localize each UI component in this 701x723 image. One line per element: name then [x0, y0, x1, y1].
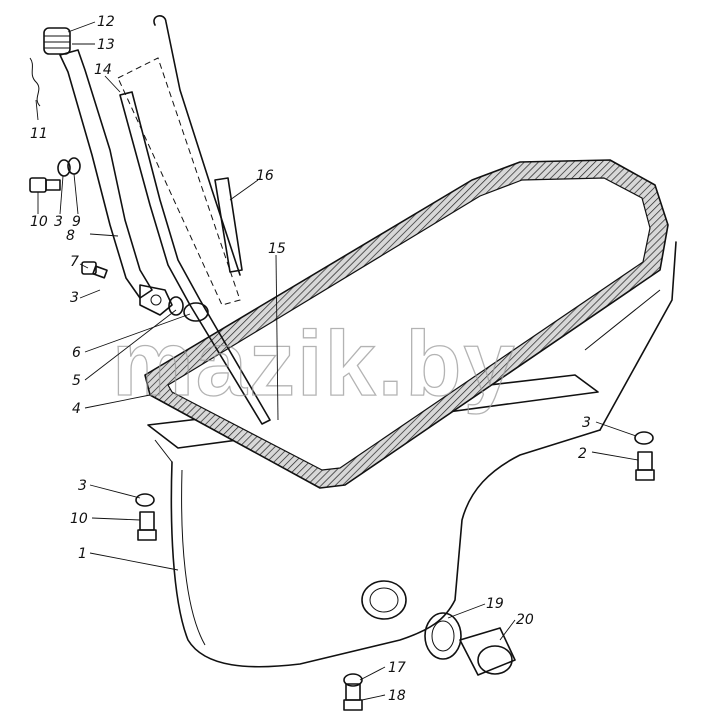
callout-19: 19 [486, 596, 504, 612]
callout-16: 16 [256, 168, 274, 184]
drain-plug-17-18 [343, 673, 363, 711]
callout-7: 7 [70, 254, 79, 270]
callout-13: 13 [97, 37, 115, 53]
gasket-5 [168, 296, 184, 316]
callout-14: 14 [94, 62, 112, 78]
leader-lines [35, 21, 639, 701]
callout-5: 5 [72, 373, 81, 389]
bolt-10-upper [29, 177, 61, 193]
callout-3-upper: 3 [54, 214, 63, 230]
callout-20: 20 [516, 612, 534, 628]
callout-18: 18 [388, 688, 406, 704]
washer-3-lower [135, 493, 155, 507]
callout-8: 8 [66, 228, 75, 244]
dipstick-assembly [117, 15, 271, 425]
callout-1: 1 [78, 546, 87, 562]
washer-3-right [634, 431, 654, 445]
bolt-2 [635, 451, 655, 481]
bolt-10-lower [137, 511, 157, 541]
callout-10-upper: 10 [30, 214, 48, 230]
watermark: mazik.by [112, 313, 517, 415]
callout-17: 17 [388, 660, 406, 676]
callout-labels: 12 13 14 11 16 10 3 9 8 15 7 3 6 5 4 3 2… [30, 14, 591, 704]
callout-4: 4 [72, 401, 81, 417]
drain-plug-20 [459, 627, 516, 676]
callout-10-lower: 10 [70, 511, 88, 527]
callout-3-right: 3 [582, 415, 591, 431]
callout-3-lower: 3 [78, 478, 87, 494]
drain-gasket-19 [424, 612, 462, 660]
callout-15: 15 [268, 241, 286, 257]
callout-11: 11 [30, 126, 48, 142]
callout-12: 12 [97, 14, 115, 30]
callout-2: 2 [578, 446, 587, 462]
callout-6: 6 [72, 345, 81, 361]
oil-filler-tube [43, 27, 173, 316]
callout-9: 9 [72, 214, 81, 230]
oil-pan-gasket [144, 159, 669, 489]
callout-3-middle: 3 [70, 290, 79, 306]
washer-3-upper [57, 159, 71, 177]
filler-chain [29, 57, 41, 107]
bolt-7 [81, 261, 108, 279]
gasket-6 [183, 302, 209, 322]
